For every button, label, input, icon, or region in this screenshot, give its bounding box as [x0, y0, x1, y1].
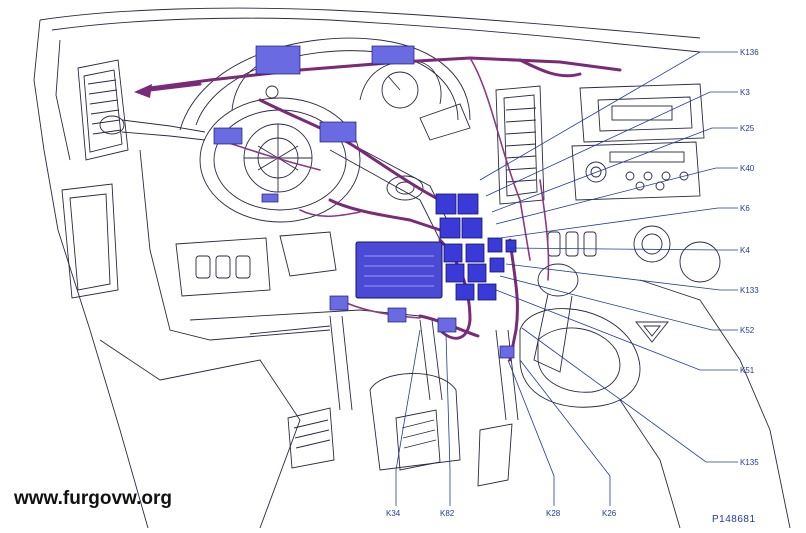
harness-arrow-icon — [134, 84, 152, 98]
footwell-connector-a — [329, 295, 349, 311]
label-k34: K34 — [386, 509, 401, 518]
label-k82: K82 — [440, 509, 455, 518]
footwell-connector-k82 — [437, 317, 457, 333]
label-k4: K4 — [740, 246, 750, 255]
label-k3: K3 — [740, 88, 750, 97]
watermark-text: www.furgovw.org — [13, 488, 172, 509]
footwell-connector-k28 — [499, 345, 515, 359]
reference-number: P148681 — [712, 514, 756, 525]
wiring-harness — [134, 56, 622, 362]
column-connector-small — [261, 193, 279, 203]
callout-labels-right: K136 K3 K25 K40 K6 K4 K133 K52 K51 K135 — [740, 48, 759, 467]
control-module — [355, 241, 443, 299]
cluster-connector — [255, 45, 301, 75]
label-k25: K25 — [740, 124, 755, 133]
label-k51: K51 — [740, 366, 755, 375]
column-connector-center — [319, 121, 357, 143]
callout-labels-bottom: K34 K82 K28 K26 — [386, 509, 617, 518]
label-k135: K135 — [740, 458, 759, 467]
cluster-connector-right — [371, 45, 415, 65]
footwell-connector-b — [387, 307, 407, 323]
electrical-components — [213, 45, 517, 359]
callout-leaders — [395, 51, 738, 506]
label-k133: K133 — [740, 286, 759, 295]
label-k26: K26 — [602, 509, 617, 518]
relay-block — [435, 193, 517, 301]
label-k136: K136 — [740, 48, 759, 57]
label-k40: K40 — [740, 164, 755, 173]
dashboard-linework — [33, 7, 791, 529]
column-connector-left — [213, 127, 243, 145]
label-k52: K52 — [740, 326, 755, 335]
label-k6: K6 — [740, 204, 750, 213]
label-k28: K28 — [546, 509, 561, 518]
